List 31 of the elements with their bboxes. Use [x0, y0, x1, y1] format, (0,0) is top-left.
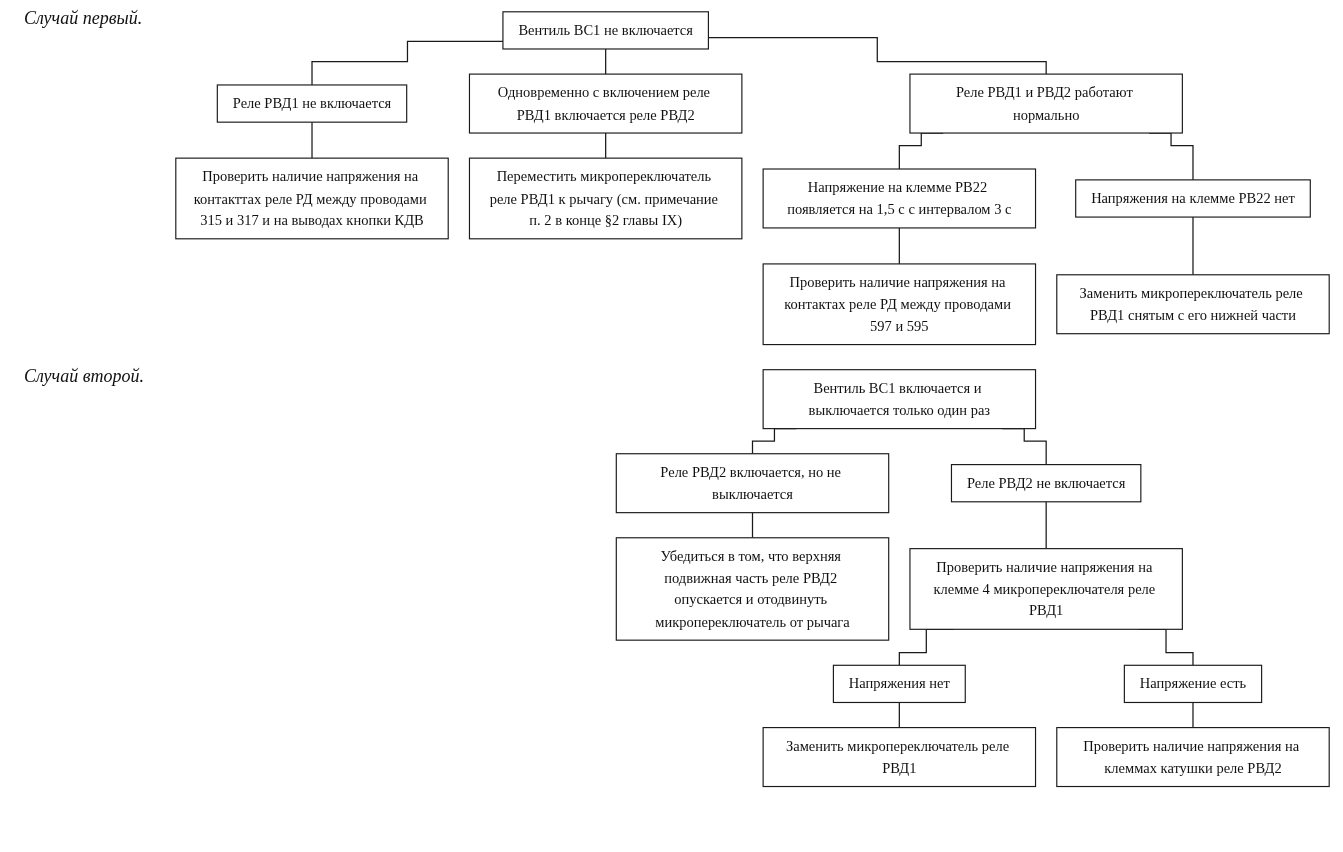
connector [605, 132, 607, 159]
case-heading: Случай первый. [24, 7, 143, 29]
node-box [762, 168, 1037, 229]
case-heading: Случай второй. [24, 365, 144, 387]
connector [898, 701, 900, 729]
node-box [909, 73, 1183, 134]
node-box [909, 548, 1183, 630]
connector [898, 227, 900, 265]
connector [751, 512, 754, 539]
connector [1045, 501, 1047, 550]
node-box [468, 157, 743, 240]
node-box [762, 369, 1037, 430]
node-box [1075, 179, 1311, 218]
node-box [216, 84, 408, 123]
node-box [762, 727, 1037, 788]
node-box [762, 263, 1037, 346]
node-box [615, 453, 890, 514]
connector [1192, 701, 1194, 729]
connector [605, 48, 607, 75]
node-box [950, 464, 1142, 503]
node-box [502, 11, 709, 50]
node-box [175, 157, 449, 240]
node-box [468, 73, 743, 134]
node-box [832, 664, 966, 704]
node-box [1123, 664, 1263, 704]
node-box [615, 537, 890, 641]
connector [311, 121, 313, 159]
node-box [1056, 274, 1330, 335]
node-box [1056, 727, 1330, 788]
flowchart: Вентиль ВС1 не включается Реле РВД1 не включается Проверить наличие напряжения на контакттах реле РД между проводами 315 и 317 и на выводах кнопки КДВ Одновременно с включением реле РВД1 включается реле РВД2 Переместить микропереключатель реле РВД1 к рычагу (см. примечание п. 2 в конце §2 главы IX) Реле РВД1 и РВД2 работают нормально Напряжение на клемме РВ22 появляется на 1,5 с с интервалом 3 с Проверить наличие напряжения на контактах реле РД между проводами 597 и 595 Напряжения на клемме РВ22 нет Заменить микропереключатель реле РВД1 снятым с его нижней части Вентиль ВС1 включается и выключается только один раз Реле РВД2 включается, но не выключается Убедиться в том, что верхняя подвижная часть реле РВД2 опускается и отодвинуть микропереключатель от рычага Реле РВД2 не включается Проверить наличие напряжения на клемме 4 микропереключателя реле РВД1 Напряжения нет Заменить микропереключатель реле РВД1 Напряжение есть Проверить наличие напряжения на клеммах катушки реле РВД2 [170, 6, 1335, 793]
connector [1192, 216, 1194, 276]
